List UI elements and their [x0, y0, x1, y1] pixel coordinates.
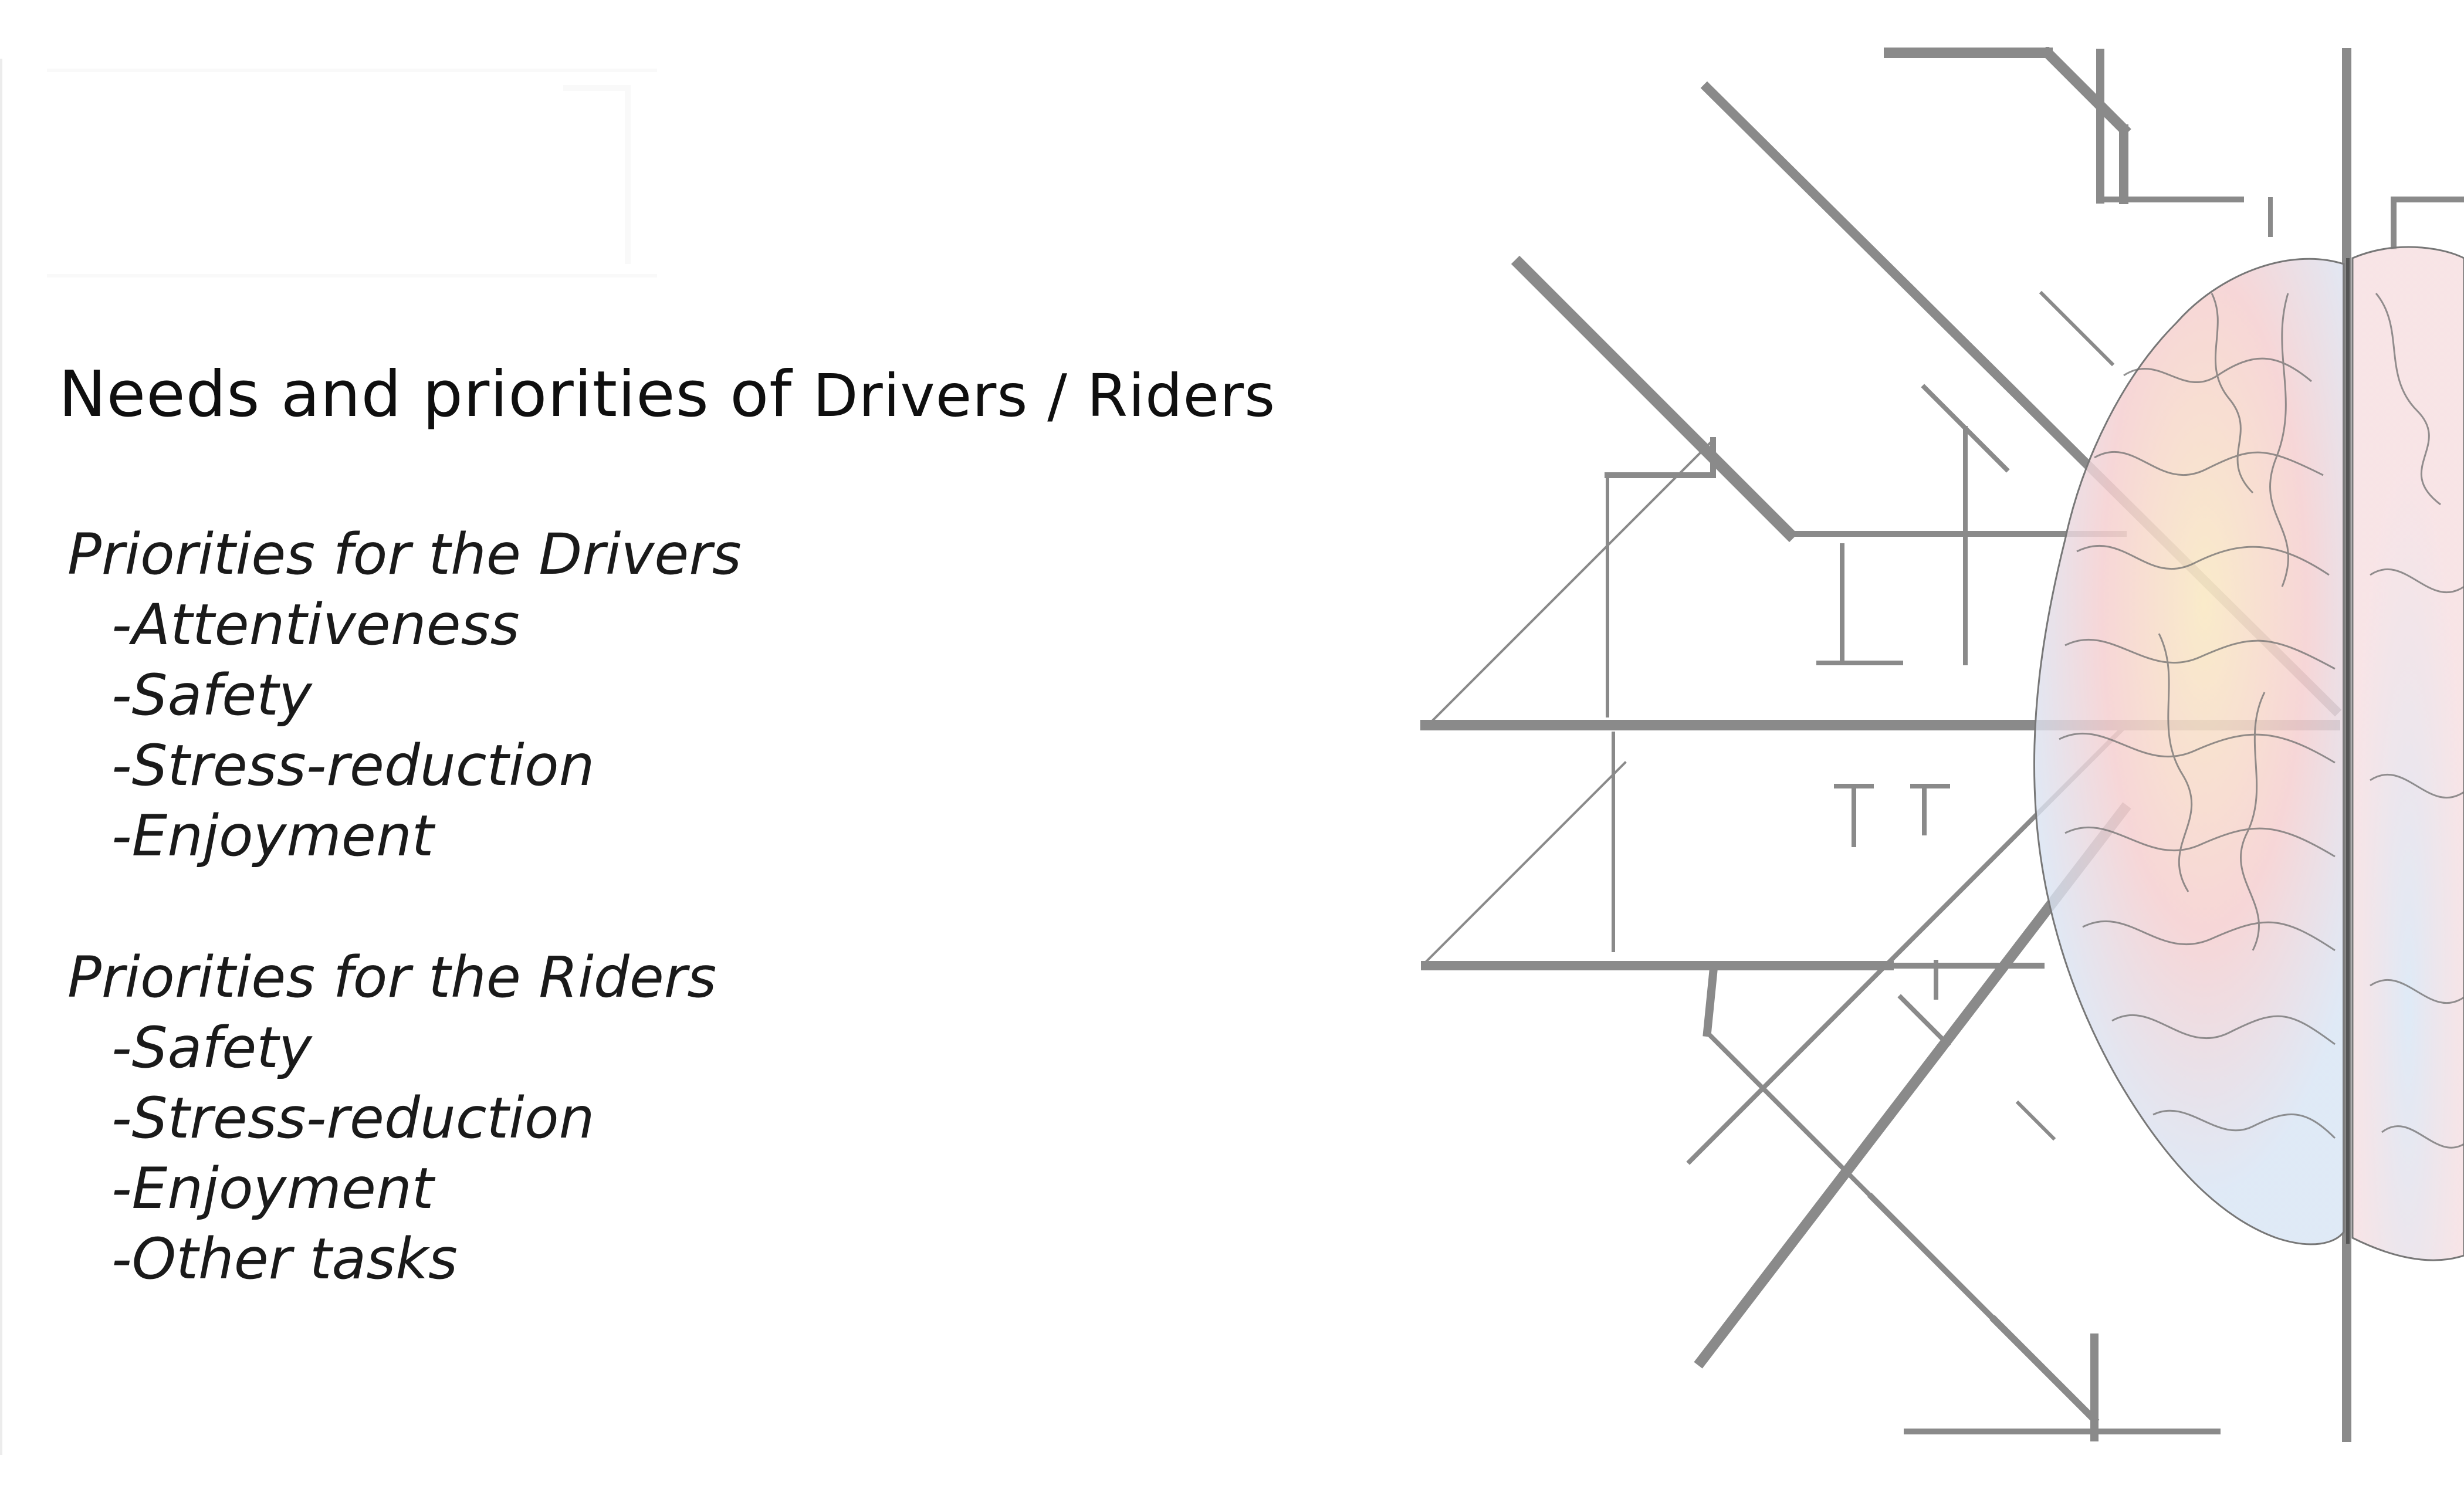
brain-illustration [1420, 47, 2464, 1442]
left-border [0, 59, 2, 1455]
slide-title: Needs and priorities of Drivers / Riders [59, 358, 1275, 431]
list-item: -Other tasks [111, 1226, 458, 1292]
faint-watermark [47, 69, 657, 277]
drivers-heading: Priorities for the Drivers [67, 522, 742, 587]
list-item: -Stress-reduction [111, 733, 595, 798]
drivers-section: Priorities for the Drivers -Attentivenes… [67, 519, 742, 871]
list-item: -Safety [111, 1015, 312, 1081]
list-item: -Enjoyment [111, 1156, 434, 1221]
list-item: -Safety [111, 662, 312, 728]
list-item: -Stress-reduction [111, 1085, 595, 1151]
list-item: -Enjoyment [111, 803, 434, 869]
list-item: -Attentiveness [111, 592, 520, 658]
title-main: Needs and priorities of [59, 358, 793, 431]
title-tail: Drivers / Riders [813, 361, 1276, 430]
riders-section: Priorities for the Riders -Safety -Stres… [67, 942, 716, 1294]
riders-heading: Priorities for the Riders [67, 945, 717, 1010]
brain-shape [2033, 246, 2464, 1261]
